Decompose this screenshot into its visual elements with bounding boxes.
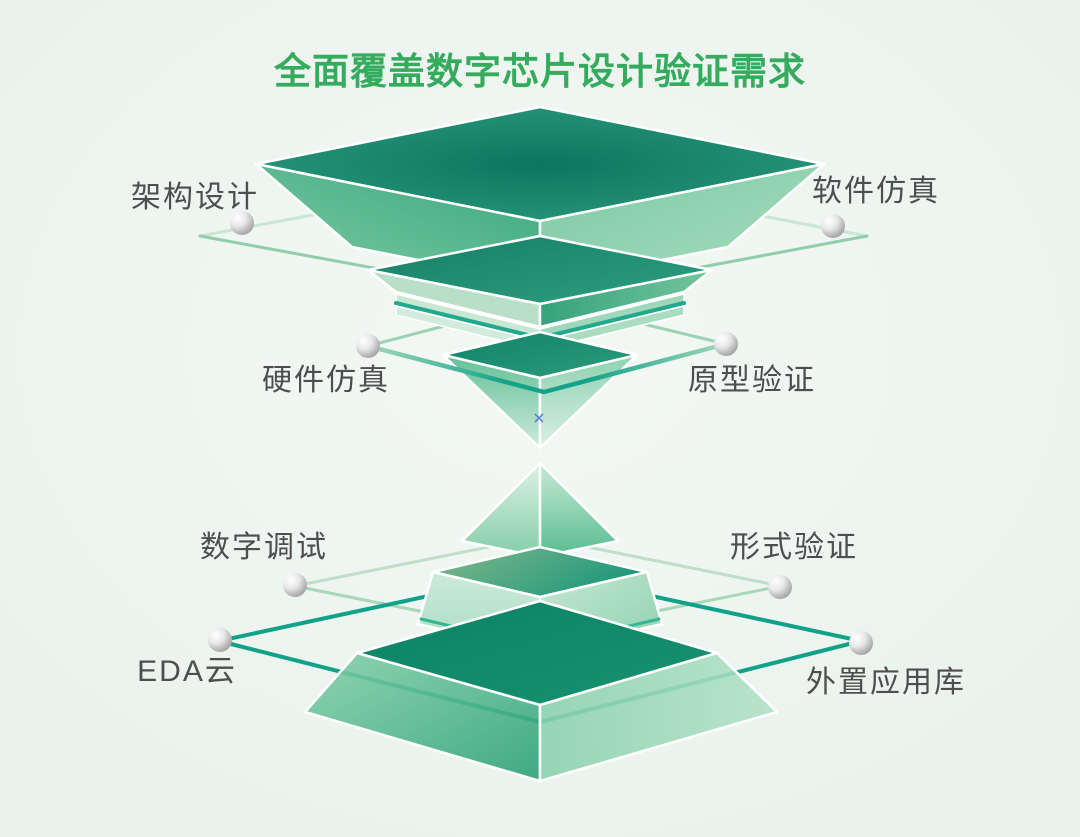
layer-f-right-face	[538, 651, 779, 783]
wireframe-2-front-edge	[365, 341, 729, 395]
label-eda-cloud: EDA云	[137, 655, 237, 688]
label-digital-debug: 数字调试	[200, 531, 328, 564]
layer-b-right-face	[538, 268, 714, 329]
anchor-cross-artifact	[534, 413, 544, 423]
top-pyramid-stack	[254, 105, 826, 450]
inverted-tip-right-face	[538, 353, 639, 450]
sphere-marker-prototyping	[714, 332, 738, 356]
node-markers	[208, 211, 873, 655]
sphere-marker-architecture	[230, 211, 254, 235]
sphere-marker-hardware-emu	[356, 334, 380, 358]
label-software-simulation: 软件仿真	[812, 175, 940, 208]
sphere-marker-ext-app-lib	[849, 631, 873, 655]
sphere-marker-software-sim	[821, 214, 845, 238]
node-labels: 架构设计 软件仿真 硬件仿真 原型验证 数字调试 形式验证 EDA云 外置应用库	[131, 175, 966, 699]
page-title: 全面覆盖数字芯片设计验证需求	[273, 50, 806, 92]
sphere-marker-digital-debug	[283, 573, 307, 597]
label-architecture-design: 架构设计	[131, 181, 259, 214]
bottom-pyramid-stack	[217, 461, 863, 783]
label-prototyping: 原型验证	[688, 364, 816, 397]
label-hardware-emulation: 硬件仿真	[262, 364, 390, 397]
label-formal-verification: 形式验证	[730, 531, 858, 564]
sphere-marker-eda-cloud	[208, 628, 232, 652]
layer-d-right-face	[538, 461, 620, 559]
label-external-app-library: 外置应用库	[806, 666, 966, 699]
sphere-marker-formal-verif	[768, 575, 792, 599]
